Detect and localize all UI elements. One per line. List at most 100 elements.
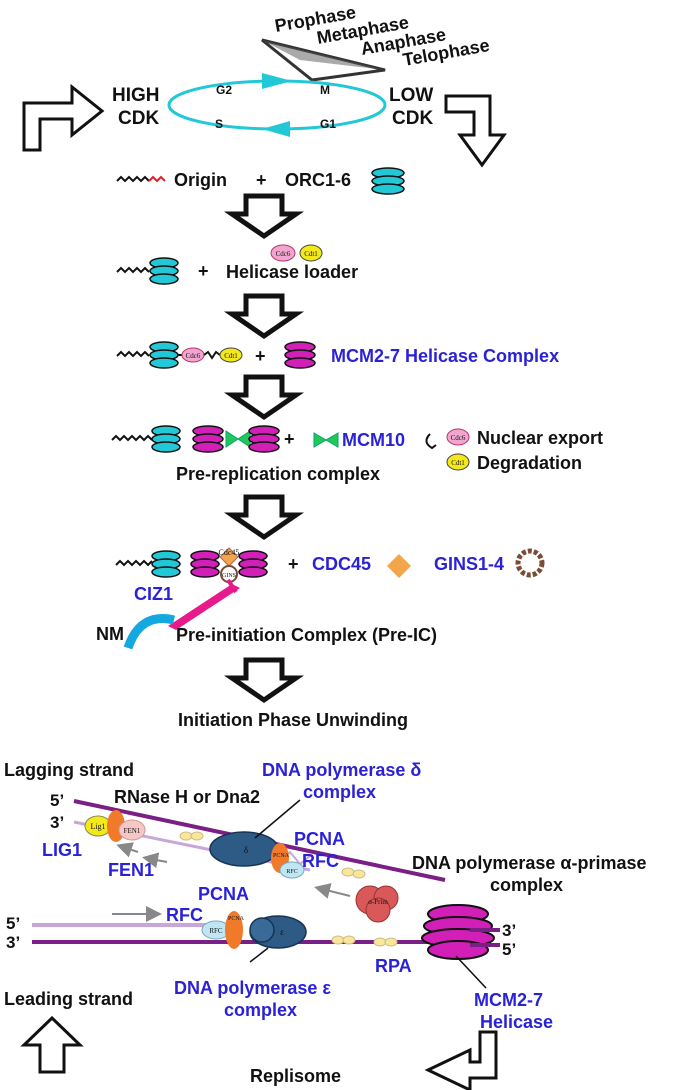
bent-left-arrow-icon: [424, 1030, 498, 1090]
degradation-label: Degradation: [477, 453, 582, 473]
orc-bound-icon: [149, 257, 179, 285]
plus-3: +: [255, 346, 266, 366]
label-g2: G2: [216, 83, 232, 97]
up-arrow-icon: [20, 1015, 84, 1074]
orc-icon: [371, 167, 405, 195]
cdc6-small: Cdc6: [276, 250, 291, 258]
initiation-label: Initiation Phase Unwinding: [178, 710, 408, 730]
rfc-small-top: RFC: [286, 869, 297, 875]
step-helicase-loader: + Cdc6 Cdt1 Helicase loader: [116, 244, 358, 285]
pcna-label-top: PCNA: [294, 829, 345, 849]
nm-label: NM: [96, 624, 124, 644]
prim-small: α-Prim: [368, 898, 388, 906]
cdc6-small: Cdc6: [186, 352, 201, 360]
lagging-strand-label: Lagging strand: [4, 760, 134, 780]
pol-delta-line2: complex: [303, 782, 376, 802]
five-prime-bottom: 5’: [6, 914, 20, 933]
cdc45-icon: [387, 554, 411, 578]
plus-1: +: [256, 170, 267, 190]
epsilon-small: ε: [280, 927, 284, 937]
pol-epsilon-line1: DNA polymerase ε: [174, 978, 331, 998]
cell-cycle: Prophase Metaphase Anaphase Telophase G2…: [22, 2, 507, 168]
mcm27-complex-label: MCM2-7 Helicase Complex: [331, 346, 559, 366]
pol-alpha-line1: DNA polymerase α-primase: [412, 853, 646, 873]
mcm27-line1: MCM2-7: [474, 990, 543, 1010]
down-arrow-icon: [223, 193, 305, 240]
gins-icon: [515, 548, 545, 578]
rpa-icon: [179, 831, 204, 841]
rnase-label: RNase H or Dna2: [114, 787, 260, 807]
five-prime-right: 5’: [502, 940, 516, 959]
pol-epsilon-line2: complex: [224, 1000, 297, 1020]
delta-small: δ: [244, 845, 248, 855]
plus-5: +: [288, 554, 299, 574]
pcna-small-top: PCNA: [273, 853, 290, 859]
cdc6-small: Cdc6: [451, 434, 466, 442]
orc-label: ORC1-6: [285, 170, 351, 190]
cdc6-icon: [270, 244, 296, 262]
rfc-label-bottom: RFC: [166, 905, 203, 925]
low-label: LOW: [389, 85, 433, 106]
cdt1-icon: [299, 244, 323, 262]
three-prime-right: 3’: [502, 921, 516, 940]
rpa-label: RPA: [375, 956, 412, 976]
replisome-label: Replisome: [250, 1066, 341, 1086]
ciz1-bar: [168, 584, 240, 630]
fen1-small: FEN1: [124, 827, 141, 835]
fen1-icon: [118, 819, 146, 841]
nuclear-export-label: Nuclear export: [477, 428, 603, 448]
down-arrow-icon: [223, 293, 305, 340]
label-m: M: [320, 83, 330, 97]
cdt1-small: Cdt1: [304, 250, 318, 258]
mcm10-icon: [313, 432, 339, 448]
rfc-small-bottom: RFC: [209, 927, 223, 935]
pcna-label-bottom: PCNA: [198, 884, 249, 904]
replisome-diagram: Lagging strand DNA polymerase δ complex …: [4, 760, 646, 1090]
high-cdk-arrow-icon: [22, 83, 105, 152]
pol-epsilon-icon: [249, 915, 307, 949]
leading-strand-label: Leading strand: [4, 989, 133, 1009]
cdk-label-right: CDK: [392, 108, 433, 129]
cdt1-small: Cdt1: [224, 352, 238, 360]
cdk-label-left: CDK: [118, 108, 159, 129]
lig1-label: LIG1: [42, 840, 82, 860]
pre-rc-label: Pre-replication complex: [176, 464, 380, 484]
nuclear-matrix-arc: [123, 614, 176, 650]
pcna-small-bottom: PCNA: [228, 916, 245, 922]
origin-label: Origin: [174, 170, 227, 190]
pol-alpha-line2: complex: [490, 875, 563, 895]
mcm27-line2: Helicase: [480, 1012, 553, 1032]
plus-4: +: [284, 429, 295, 449]
fen1-label: FEN1: [108, 860, 154, 880]
gins-label: GINS1-4: [434, 554, 504, 574]
mcm-icon: [284, 341, 316, 369]
three-prime-bottom: 3’: [6, 933, 20, 952]
cdc45-label: CDC45: [312, 554, 371, 574]
step-pre-ic: Cdc45 GINS CIZ1 NM Pre-initiation Comple…: [96, 547, 545, 650]
down-arrow-icon: [223, 494, 305, 541]
gins-small: GINS: [222, 573, 236, 579]
pre-ic-label: Pre-initiation Complex (Pre-IC): [176, 625, 437, 645]
pol-alpha-primase-icon: [355, 885, 399, 923]
rfc-label-top: RFC: [302, 851, 339, 871]
ciz1-label: CIZ1: [134, 584, 173, 604]
step-mcm-loading: Cdc6 Cdt1 + MCM2-7 Helicase Complex: [116, 341, 559, 369]
lig1-small: Lig1: [90, 822, 105, 831]
high-label: HIGH: [112, 85, 160, 106]
step-origin: Origin + ORC1-6: [116, 167, 405, 195]
plus-2: +: [198, 261, 209, 281]
down-arrow-icon: [223, 374, 305, 421]
cdc45-small: Cdc45: [219, 548, 240, 557]
label-s: S: [215, 117, 223, 131]
mcm10-label: MCM10: [342, 430, 405, 450]
cycle-ring: [167, 79, 387, 131]
down-arrow-icon: [223, 657, 305, 704]
three-prime-top: 3’: [50, 813, 64, 832]
low-cdk-arrow-icon: [444, 94, 507, 168]
label-g1: G1: [320, 117, 336, 131]
cdt1-small: Cdt1: [451, 459, 465, 467]
curved-arrow-icon: [425, 433, 437, 450]
pol-delta-line1: DNA polymerase δ: [262, 760, 421, 780]
